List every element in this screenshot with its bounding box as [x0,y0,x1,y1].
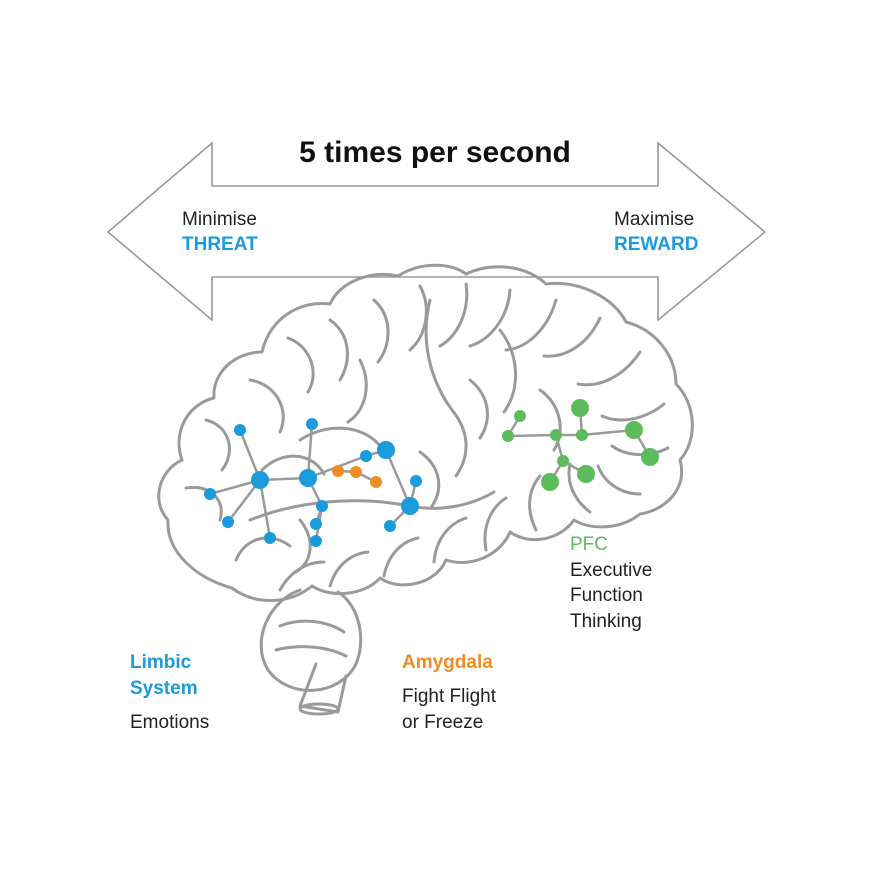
limbic-node [234,424,246,436]
pfc-node [514,410,526,422]
diagram-title: 5 times per second [299,136,571,169]
pfc-node [625,421,643,439]
brain-stem [298,662,348,714]
limbic-node [310,535,322,547]
limbic-link [384,448,412,508]
pfc-link [506,433,558,438]
maximise-label: Maximise [614,209,695,230]
pfc-node [557,455,569,467]
limbic-node [384,520,396,532]
pfc-node [502,430,514,442]
limbic-name-line1: Limbic [130,652,192,673]
pfc-node [571,399,589,417]
limbic-node [377,441,395,459]
limbic-node [360,450,372,462]
double-headed-arrow-icon [106,141,767,322]
brain-icon [157,263,694,716]
minimise-label: Minimise [182,209,257,230]
pfc-node [576,429,588,441]
limbic-node [316,500,328,512]
amygdala-description-line2: or Freeze [402,712,484,733]
pfc-node [577,465,595,483]
limbic-node [264,532,276,544]
pfc-description-line1: Executive [570,560,653,581]
limbic-node [410,475,422,487]
brain-outline [157,263,694,602]
limbic-node [251,471,269,489]
amygdala-node [370,476,382,488]
pfc-description-line3: Thinking [570,611,642,632]
limbic-node [310,518,322,530]
amygdala-name: Amygdala [402,652,493,673]
limbic-node [204,488,216,500]
limbic-node [299,469,317,487]
reward-label: REWARD [614,234,699,255]
pfc-node [541,473,559,491]
limbic-node [306,418,318,430]
pfc-description-line2: Function [570,585,643,606]
limbic-description: Emotions [130,712,210,733]
limbic-node [222,516,234,528]
amygdala-node [332,465,344,477]
amygdala-description-line1: Fight Flight [402,686,496,707]
node-network [204,399,659,547]
limbic-link [306,422,314,480]
amygdala-node [350,466,362,478]
pfc-node [641,448,659,466]
threat-label: THREAT [182,234,258,255]
limbic-link [258,478,272,540]
limbic-name-line2: System [130,678,198,699]
pfc-name: PFC [570,534,608,555]
limbic-node [401,497,419,515]
pfc-node [550,429,562,441]
cerebellum [259,588,363,692]
